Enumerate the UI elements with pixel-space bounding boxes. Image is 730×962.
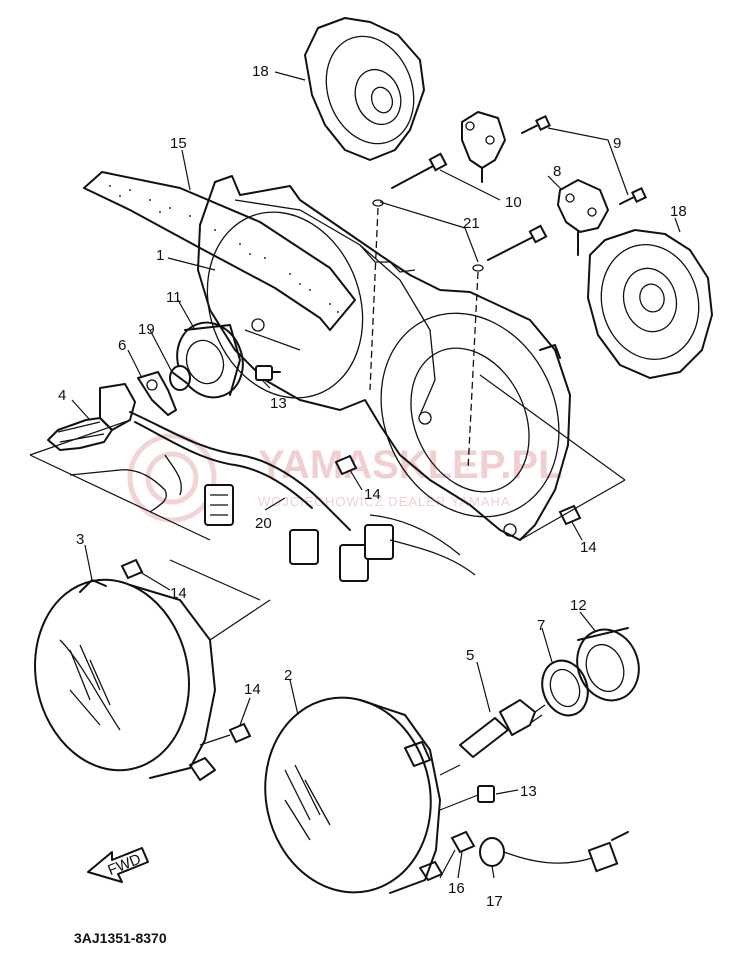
part-5-main-bulb <box>459 699 546 758</box>
callout-17: 17 <box>486 893 503 910</box>
part-16-bulb <box>450 830 476 854</box>
callout-14-lower: 14 <box>244 681 261 698</box>
part-10-long-bolts <box>391 152 548 261</box>
callout-21: 21 <box>463 215 480 232</box>
part-13-socket-upper <box>255 365 281 381</box>
callout-leaders <box>71 71 681 879</box>
part-19-bulb <box>169 365 191 391</box>
callout-13-upper: 13 <box>270 395 287 412</box>
assembly-lines <box>29 207 626 879</box>
callout-19: 19 <box>138 321 155 338</box>
watermark-text: YAMASKLEP.PL <box>258 443 563 487</box>
callout-1: 1 <box>156 247 164 264</box>
part-15-seal-strip <box>83 171 356 331</box>
part-9-bolts <box>521 115 647 205</box>
part-13-socket-lower <box>477 785 495 803</box>
callout-16: 16 <box>448 880 465 897</box>
callout-14-left: 14 <box>170 585 187 602</box>
callout-20: 20 <box>255 515 272 532</box>
part-3-left-headlight <box>34 578 216 781</box>
callout-labels: 18 18 15 1 11 19 6 4 13 9 8 10 21 14 14 … <box>58 63 687 910</box>
callout-14-center: 14 <box>364 486 381 503</box>
callout-5: 5 <box>466 647 474 664</box>
callout-10: 10 <box>505 194 522 211</box>
part-17-socket-lead <box>479 831 629 873</box>
callout-9: 9 <box>613 135 621 152</box>
callout-8: 8 <box>553 163 561 180</box>
watermark: YAMASKLEP.PL WOJCIECHOWICZ DEALER YAMAHA <box>127 433 563 523</box>
callout-15: 15 <box>170 135 187 152</box>
callout-18-top: 18 <box>252 63 269 80</box>
part-14-grommets <box>120 454 582 744</box>
part-18-upper-cover <box>304 17 425 161</box>
callout-2: 2 <box>284 667 292 684</box>
callout-13-lower: 13 <box>520 783 537 800</box>
forward-direction-badge: FWD <box>87 847 149 883</box>
callout-14-right: 14 <box>580 539 597 556</box>
callout-18-right: 18 <box>670 203 687 220</box>
callout-12: 12 <box>570 597 587 614</box>
callout-11: 11 <box>166 289 182 306</box>
part-2-right-headlight <box>264 696 443 894</box>
part-18-right-cover <box>587 229 713 379</box>
diagram-code: 3AJ1351-8370 <box>74 930 167 946</box>
callout-4: 4 <box>58 387 66 404</box>
callout-6: 6 <box>118 337 126 354</box>
part-11-holder <box>176 321 244 399</box>
part-6-stay <box>137 371 177 416</box>
callout-7: 7 <box>537 617 545 634</box>
part-20-harness <box>69 411 476 582</box>
watermark-subtext: WOJCIECHOWICZ DEALER YAMAHA <box>258 494 511 509</box>
callout-3: 3 <box>76 531 84 548</box>
part-7-ring <box>541 659 589 717</box>
part-8-brackets <box>461 111 609 256</box>
